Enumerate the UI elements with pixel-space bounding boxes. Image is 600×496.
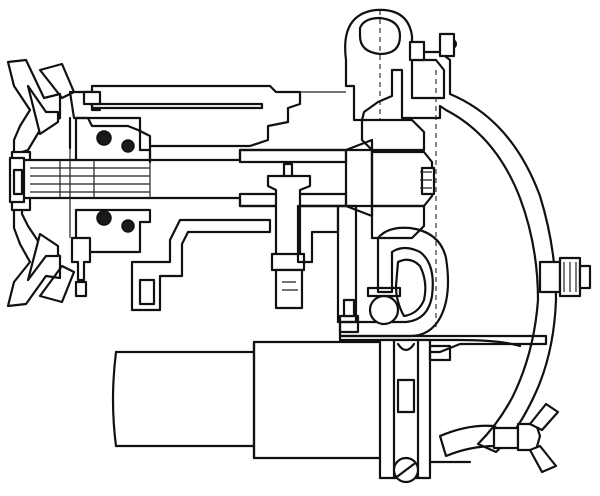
grease-nipple xyxy=(70,236,92,298)
suction-pipe xyxy=(111,334,548,464)
drive-shaft xyxy=(8,148,436,208)
oil-cup xyxy=(266,162,312,310)
pump-volute-casing xyxy=(336,8,558,454)
lower-bracket xyxy=(130,204,340,312)
drain-cock xyxy=(438,402,560,474)
pipe-clamp xyxy=(378,338,452,484)
side-union-fitting xyxy=(538,256,592,298)
